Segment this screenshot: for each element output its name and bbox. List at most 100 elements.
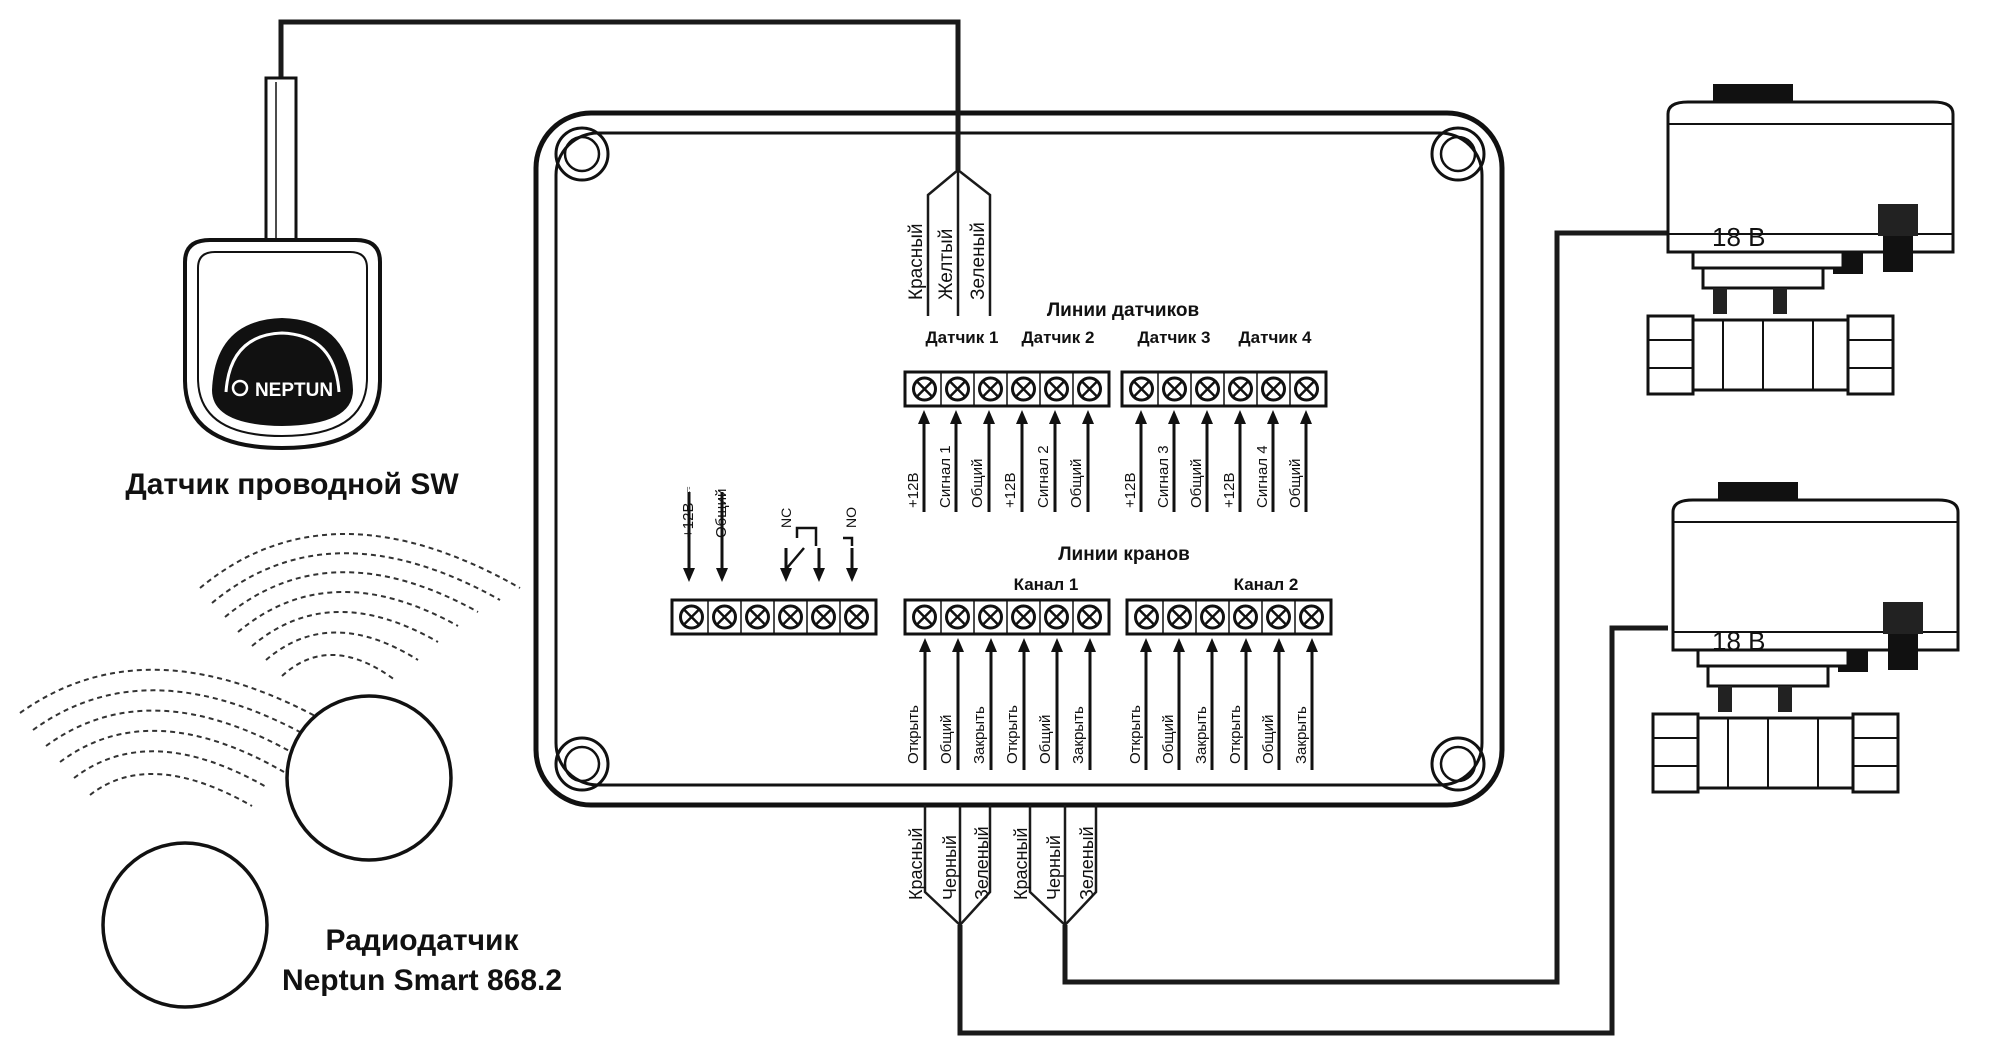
sensor-group-label: Датчик 1	[926, 328, 999, 347]
terminal-arrow	[1306, 638, 1318, 770]
valve-wire-label: Зеленый	[972, 826, 992, 900]
terminal-screw	[1228, 376, 1253, 402]
radio-sensor-label-line1: Радиодатчик	[325, 924, 519, 957]
terminal-arrow	[1201, 410, 1213, 512]
terminal-arrow	[1049, 410, 1061, 512]
terminal-arrow	[846, 548, 858, 582]
sensor-group-label: Датчик 2	[1022, 328, 1095, 347]
terminal-label: Закрыть	[1293, 706, 1310, 764]
valve-channel-label: Канал 1	[1014, 575, 1079, 594]
relay-nc-label: NC	[778, 508, 794, 528]
valve-voltage-label: 18 В	[1712, 626, 1766, 656]
terminal-screw	[712, 604, 737, 630]
terminal-arrow	[985, 638, 997, 770]
terminal-label: +12В	[1002, 473, 1019, 508]
terminal-label: Сигнал 4	[1254, 445, 1271, 508]
terminal-block	[903, 598, 1111, 636]
terminal-label: Сигнал 3	[1155, 445, 1172, 508]
valve-wire-label: Красный	[1011, 828, 1031, 900]
terminal-screw	[679, 604, 704, 630]
terminal-screw	[811, 604, 836, 630]
terminal-screw	[1129, 376, 1154, 402]
terminal-label: Закрыть	[1070, 706, 1087, 764]
terminal-arrow	[683, 492, 695, 582]
terminal-label: +12В	[1221, 473, 1238, 508]
wired-sensor-label: Датчик проводной SW	[125, 468, 459, 501]
valve-wire-label: Черный	[1044, 835, 1064, 900]
terminal-arrow	[1273, 638, 1285, 770]
terminal-label: +12В	[1122, 473, 1139, 508]
terminal-label: Сигнал 1	[937, 445, 954, 508]
terminal-screw	[778, 604, 803, 630]
terminal-block	[1125, 598, 1333, 636]
terminal-screw	[1266, 604, 1291, 630]
terminal-screw	[1294, 376, 1319, 402]
valves	[1646, 84, 1960, 794]
terminal-label: Открыть	[1227, 705, 1244, 764]
motorized-valve	[1651, 482, 1960, 794]
terminal-arrow	[952, 638, 964, 770]
valve-channel-label: Канал 2	[1234, 575, 1299, 594]
terminal-arrow	[1267, 410, 1279, 512]
mount-hole	[1430, 736, 1486, 792]
terminal-screw	[1233, 604, 1258, 630]
terminal-screw	[1261, 376, 1286, 402]
terminal-label: Общий	[969, 459, 986, 508]
terminal-label: +12В	[905, 473, 922, 508]
terminal-arrow	[1168, 410, 1180, 512]
valve-cable-exit: Красный Черный Зеленый Красный Черный Зе…	[906, 805, 1098, 927]
terminal-screw	[745, 604, 770, 630]
terminal-label: Закрыть	[1193, 706, 1210, 764]
mount-hole	[554, 126, 610, 182]
terminal-label: Общий	[1037, 715, 1054, 764]
terminal-label: Открыть	[1127, 705, 1144, 764]
relay-contact-symbol	[786, 526, 854, 569]
terminal-arrow	[1051, 638, 1063, 770]
terminal-screw	[1011, 604, 1036, 630]
wires	[278, 19, 1668, 1036]
terminal-screw	[1044, 376, 1069, 402]
terminal-arrow	[983, 410, 995, 512]
motorized-valve	[1646, 84, 1955, 396]
terminal-arrow	[1240, 638, 1252, 770]
terminal-blocks	[670, 370, 1333, 636]
terminal-screw	[912, 376, 937, 402]
terminal-arrow	[1206, 638, 1218, 770]
terminal-screw	[1044, 604, 1069, 630]
controller-box	[533, 110, 1505, 808]
radio-sensor-disc	[285, 694, 453, 862]
terminal-screw	[945, 376, 970, 402]
valve-lines-title: Линии кранов	[1058, 544, 1190, 565]
mount-hole	[1430, 126, 1486, 182]
sensor-wire-label: Зеленый	[968, 222, 989, 300]
terminal-arrow	[716, 492, 728, 582]
terminal-arrow	[813, 548, 825, 582]
terminal-arrow	[1140, 638, 1152, 770]
terminal-label: Сигнал 2	[1035, 445, 1052, 508]
sensor-lines-title: Линии датчиков	[1047, 300, 1199, 321]
terminal-arrows	[683, 410, 1318, 770]
terminal-screw	[1167, 604, 1192, 630]
sensor-terminal-labels: +12В Сигнал 1 Общий +12В Сигнал 2 Общий …	[905, 445, 1304, 508]
sensor-brand-logo: NEPTUN	[255, 380, 333, 401]
terminal-arrow	[950, 410, 962, 512]
terminal-label: Открыть	[905, 705, 922, 764]
wired-sensor: NEPTUN	[183, 76, 382, 451]
sensor-group-label: Датчик 4	[1239, 328, 1312, 347]
terminal-label: Общий	[1260, 715, 1277, 764]
valve-terminal-labels: Открыть Общий Закрыть Открыть Общий Закр…	[905, 705, 1310, 764]
terminal-screw	[1077, 604, 1102, 630]
radio-sensor	[19, 533, 521, 1009]
terminal-arrow	[1018, 638, 1030, 770]
terminal-label: Общий	[938, 715, 955, 764]
valve-wire-label: Красный	[906, 828, 926, 900]
radio-sensor-disc	[101, 841, 269, 1009]
terminal-label: Общий	[1160, 715, 1177, 764]
valve-wire-label: Черный	[940, 835, 960, 900]
terminal-arrow	[1234, 410, 1246, 512]
terminal-screw	[1134, 604, 1159, 630]
terminal-screw	[1011, 376, 1036, 402]
terminal-screw	[1299, 604, 1324, 630]
terminal-arrow	[1300, 410, 1312, 512]
terminal-screw	[1077, 376, 1102, 402]
